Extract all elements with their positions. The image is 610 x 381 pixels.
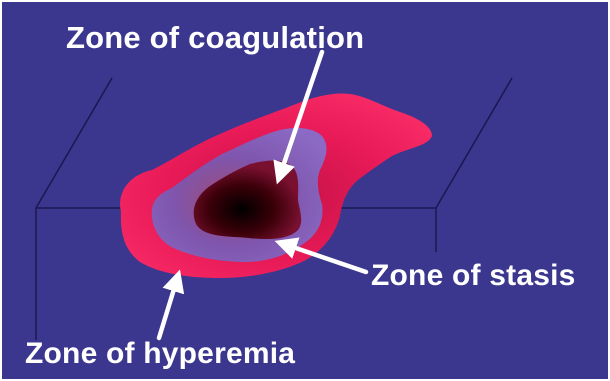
coagulation-zone-label: Zone of coagulation [66,22,364,53]
stasis-zone-label: Zone of stasis [371,261,576,291]
hyperemia-zone-label: Zone of hyperemia [25,339,295,369]
